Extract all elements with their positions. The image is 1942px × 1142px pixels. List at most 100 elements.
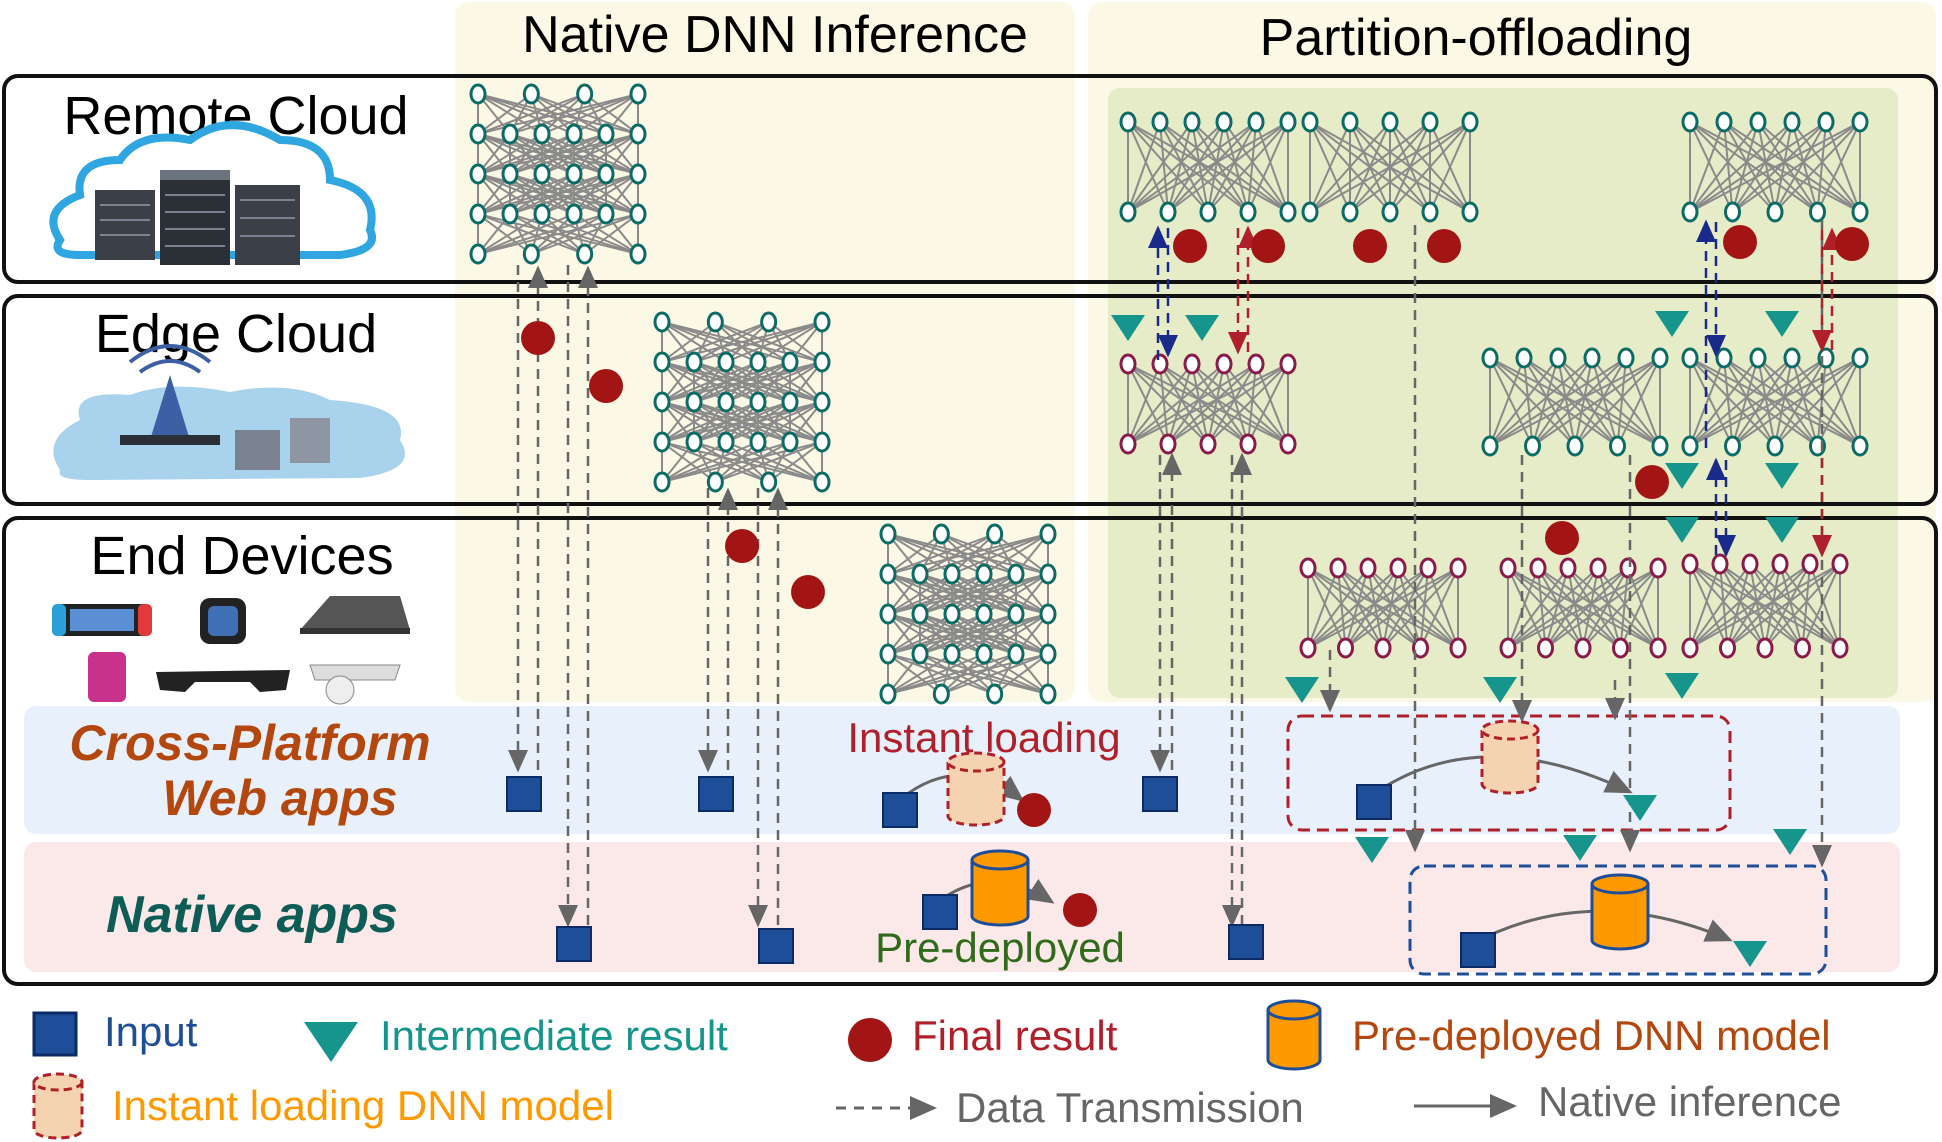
- nn-edge: [1349, 121, 1471, 213]
- nn-edge: [887, 613, 953, 655]
- nn-edge: [1489, 357, 1576, 447]
- nn-edge: [1159, 121, 1209, 213]
- nn-edge: [1507, 567, 1622, 649]
- nn-node: [1007, 643, 1025, 665]
- nn-edge: [1419, 567, 1459, 649]
- nn-node: [653, 391, 671, 413]
- nn-node: [629, 123, 647, 145]
- input-marker: [556, 926, 592, 962]
- nn-edge: [1689, 563, 1729, 649]
- nn-node: [469, 203, 487, 225]
- nn-edge: [1582, 567, 1659, 649]
- nn-edge: [477, 213, 575, 255]
- nn-edge: [951, 613, 1049, 655]
- device-icons: [52, 596, 410, 705]
- nn-edge: [1689, 121, 1827, 213]
- nn-edge: [1537, 567, 1584, 649]
- nn-edge: [940, 653, 985, 695]
- nn-edge: [1507, 567, 1547, 649]
- nn-edge: [1159, 363, 1169, 445]
- nn-node: [469, 163, 487, 185]
- nn-node: [1537, 637, 1554, 659]
- neural-networks: [469, 83, 1869, 705]
- nn-edge: [887, 653, 953, 695]
- nn-edge: [725, 401, 823, 443]
- nn-node: [1741, 553, 1759, 575]
- nn-node: [1749, 111, 1767, 133]
- nn-edge: [1574, 357, 1593, 447]
- input-marker: [1460, 932, 1496, 968]
- end-devices-box: [2, 516, 1938, 986]
- nn-edge: [1191, 121, 1249, 213]
- nn-node: [1039, 603, 1057, 625]
- final-result-marker: [1635, 465, 1669, 499]
- nn-edge: [1127, 363, 1209, 445]
- nn-node: [879, 603, 897, 625]
- nn-edge: [1731, 357, 1827, 447]
- nn-edge: [1574, 357, 1661, 447]
- nn-node: [1651, 435, 1669, 457]
- nn-edge: [1127, 121, 1169, 213]
- nn-node: [1449, 557, 1467, 579]
- nn-edge: [1531, 357, 1627, 447]
- nn-edge: [983, 613, 1049, 655]
- nn-node: [706, 311, 724, 333]
- nn-edge: [661, 441, 759, 483]
- nn-edge: [725, 441, 770, 483]
- nn-node: [1794, 637, 1811, 659]
- nn-node: [1007, 563, 1025, 585]
- nn-edge: [1307, 567, 1422, 649]
- nn-node: [522, 243, 540, 265]
- nn-edge: [1616, 357, 1627, 447]
- nn-node: [522, 83, 540, 105]
- nn-edge: [1247, 121, 1257, 213]
- instant-loading-model: [946, 751, 1006, 827]
- nn-node: [1151, 111, 1169, 133]
- nn-edge: [1307, 567, 1384, 649]
- nn-edge: [714, 321, 759, 363]
- final-result-marker: [1427, 229, 1461, 263]
- nn-node: [469, 243, 487, 265]
- nn-node: [653, 471, 671, 493]
- nn-edge: [1337, 567, 1384, 649]
- nn-edge: [1337, 567, 1347, 649]
- nn-node: [1039, 523, 1057, 545]
- legend-intermediate-icon: [304, 1022, 358, 1062]
- nn-edge: [951, 653, 996, 695]
- nn-edge: [887, 653, 996, 695]
- nn-edge: [1791, 357, 1819, 447]
- nn-edge: [1507, 567, 1629, 649]
- input-marker: [698, 776, 734, 812]
- nn-edge: [1127, 363, 1161, 445]
- nn-node: [1749, 347, 1767, 369]
- final-result-marker: [1723, 225, 1757, 259]
- nn-edge: [1719, 563, 1804, 649]
- nn-edge: [983, 533, 1049, 575]
- nn-node: [911, 603, 929, 625]
- nn-node: [986, 523, 1004, 545]
- nn-edge: [1719, 563, 1729, 649]
- nn-edge: [1757, 357, 1819, 447]
- nn-node: [1524, 435, 1541, 457]
- nn-node: [1766, 435, 1784, 457]
- nn-edge: [1397, 567, 1422, 649]
- nn-node: [1481, 435, 1499, 457]
- cylinder-top: [1480, 719, 1540, 741]
- nn-edge: [1523, 357, 1619, 447]
- nn-edge: [1757, 121, 1819, 213]
- nn-edge: [951, 533, 996, 575]
- nn-node: [1359, 557, 1377, 579]
- nn-edge: [1689, 121, 1759, 213]
- nn-node: [1715, 111, 1733, 133]
- nn-edge: [1731, 357, 1861, 447]
- nn-node: [1461, 201, 1479, 223]
- nn-node: [1279, 111, 1297, 133]
- nn-edge: [1307, 567, 1369, 649]
- nn-edge: [477, 173, 543, 215]
- nn-edge: [1816, 357, 1827, 447]
- nn-edge: [530, 93, 575, 135]
- remote-part-net-2: [1301, 111, 1479, 223]
- nn-edge: [693, 441, 770, 483]
- cylinder-top: [946, 751, 1006, 773]
- nn-node: [1421, 111, 1439, 133]
